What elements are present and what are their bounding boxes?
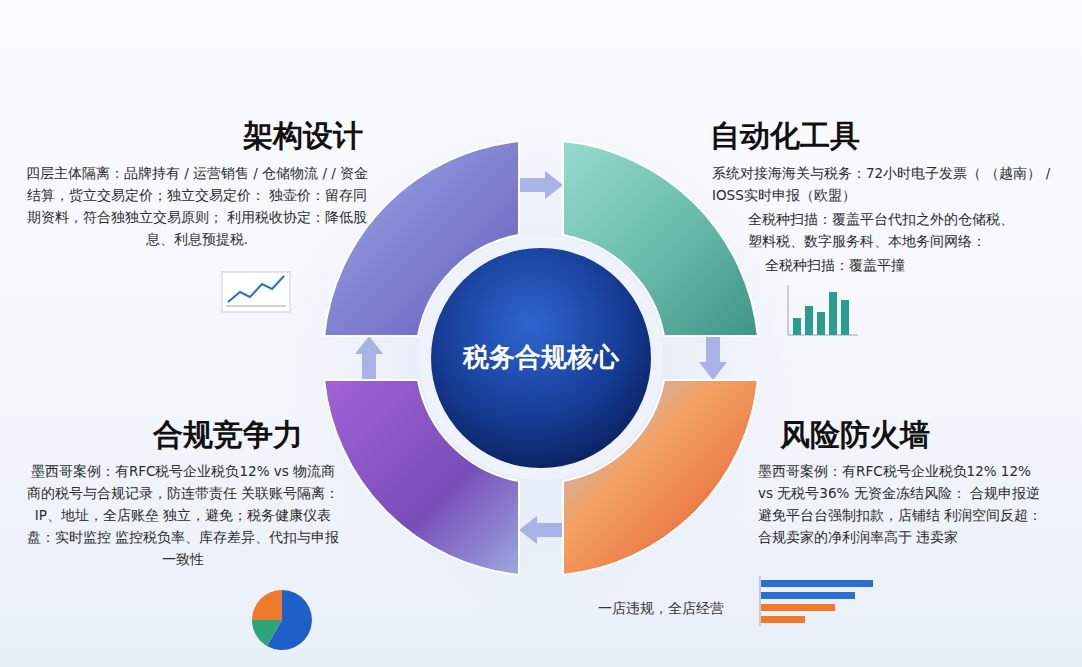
core-title: 税务合规核心 <box>429 341 653 375</box>
segment-heading: 风险防火墙 <box>760 415 950 454</box>
pie-chart-icon <box>252 590 312 650</box>
hbar-chart-icon <box>760 576 873 626</box>
segment-shape <box>324 380 519 575</box>
segment-body: 系统对接海海关与税务：72小时电子发票（ （越南） / IOSS实时申报（欧盟） <box>712 162 1060 206</box>
segment-shape <box>563 380 758 575</box>
flow-arrow <box>362 354 376 380</box>
ring-segment: 风险防火墙墨西哥案例：有RFC税号企业税负12% 12% vs 无税号36% 无… <box>563 380 759 576</box>
note-label: 一店违规，全店经营 <box>598 600 724 618</box>
ring-segment: 合规竞争力墨西哥案例：有RFC税号企业税负12% vs 物流商商的税号与合规记录… <box>323 380 519 576</box>
flow-arrow <box>706 336 720 362</box>
bar-chart-icon <box>788 285 858 335</box>
segment-heading: 合规竞争力 <box>133 415 323 454</box>
segment-body: 全税种扫描：覆盖平撞 <box>765 254 985 276</box>
flow-arrow <box>519 178 545 192</box>
core-circle: 税务合规核心 <box>429 246 653 470</box>
core-halo <box>419 236 663 480</box>
flow-arrow <box>537 523 563 537</box>
segment-heading: 架构设计 <box>208 116 398 155</box>
shape <box>563 380 759 576</box>
line-chart-icon <box>222 272 290 312</box>
segment-heading: 自动化工具 <box>690 116 880 155</box>
segment-sheen <box>324 380 519 575</box>
segment-body: 四层主体隔离：品牌持有 / 运营销售 / 仓储物流 / / 资金结算，赀立交易定… <box>22 162 372 250</box>
segment-body: 全税种扫描：覆盖平台代扣之外的仓储税、 塑料税、数字服务科、本地务间网络： <box>748 208 1020 252</box>
shape <box>323 380 519 576</box>
segment-body: 墨西哥案例：有RFC税号企业税负12% vs 物流商商的税号与合规记录，防连带责… <box>26 460 340 570</box>
segment-body: 墨西哥案例：有RFC税号企业税负12% 12% vs 无税号36% 无资金冻结风… <box>758 460 1050 548</box>
segment-sheen <box>563 380 758 575</box>
